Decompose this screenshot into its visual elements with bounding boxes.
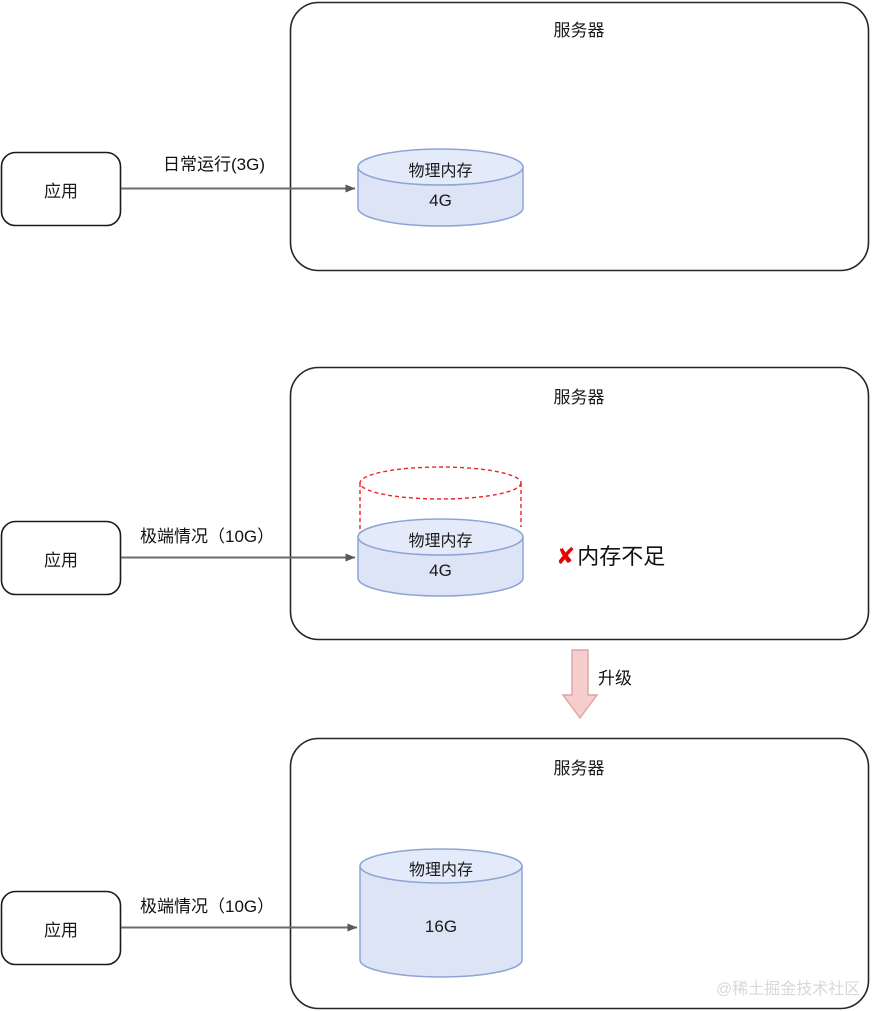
memory-cylinder-normal (357, 148, 524, 227)
app-label-upgraded-wrap: 应用 (0, 891, 122, 965)
app-box-overflow (0, 520, 122, 596)
app-box-normal (0, 151, 122, 227)
memory-size-overflow: 4G (429, 561, 452, 580)
app-label-overflow: 应用 (44, 550, 78, 570)
app-label-normal-wrap: 应用 (0, 152, 122, 226)
overflow-cylinder-outline (359, 466, 522, 537)
memory-label-overflow: 物理内存 (408, 532, 473, 550)
server-box-normal (289, 1, 870, 272)
memory-label-upgraded: 物理内存 (408, 861, 473, 879)
app-label-overflow-wrap: 应用 (0, 521, 122, 595)
memory-size-normal: 4G (429, 191, 452, 210)
memory-size-upgraded-wrap: 16G (360, 916, 522, 938)
edge-label-overflow: 极端情况（10G） (140, 527, 275, 546)
upgrade-label: 升级 (598, 669, 632, 688)
server-box-overflow (289, 366, 870, 641)
server-title-overflow-wrap: 服务器 (290, 383, 868, 407)
memory-cylinder-upgraded (359, 848, 523, 978)
scenario-overflow (0, 366, 870, 641)
upgrade-arrow-icon (561, 649, 599, 720)
app-box-upgraded (0, 890, 122, 966)
memory-size-overflow-wrap: 4G (358, 560, 523, 582)
memory-alert-text: 内存不足 (577, 543, 666, 569)
edge-label-upgraded: 极端情况（10G） (140, 897, 275, 916)
memory-size-normal-wrap: 4G (358, 190, 523, 212)
memory-label-normal-wrap: 物理内存 (358, 158, 523, 180)
server-title-overflow: 服务器 (553, 387, 605, 407)
memory-label-overflow-wrap: 物理内存 (358, 528, 523, 550)
edge-label-normal: 日常运行(3G) (163, 155, 265, 174)
server-title-normal-wrap: 服务器 (290, 16, 868, 40)
memory-cylinder-overflow (357, 518, 524, 597)
scenario-upgraded (0, 737, 870, 1010)
app-label-normal: 应用 (44, 181, 78, 201)
cross-mark-icon: ✘ (556, 543, 576, 569)
server-title-upgraded: 服务器 (553, 758, 605, 778)
server-title-upgraded-wrap: 服务器 (290, 754, 868, 778)
upgrade-transition (561, 649, 599, 720)
server-title-normal: 服务器 (553, 20, 605, 40)
app-label-upgraded: 应用 (44, 920, 78, 940)
memory-label-normal: 物理内存 (408, 162, 473, 180)
memory-size-upgraded: 16G (424, 917, 458, 936)
scenario-normal (0, 1, 870, 272)
memory-label-upgraded-wrap: 物理内存 (360, 857, 522, 879)
memory-alert-badge: ✘ 内存不足 (556, 545, 665, 568)
watermark-text: @稀土掘金技术社区 (716, 981, 861, 998)
